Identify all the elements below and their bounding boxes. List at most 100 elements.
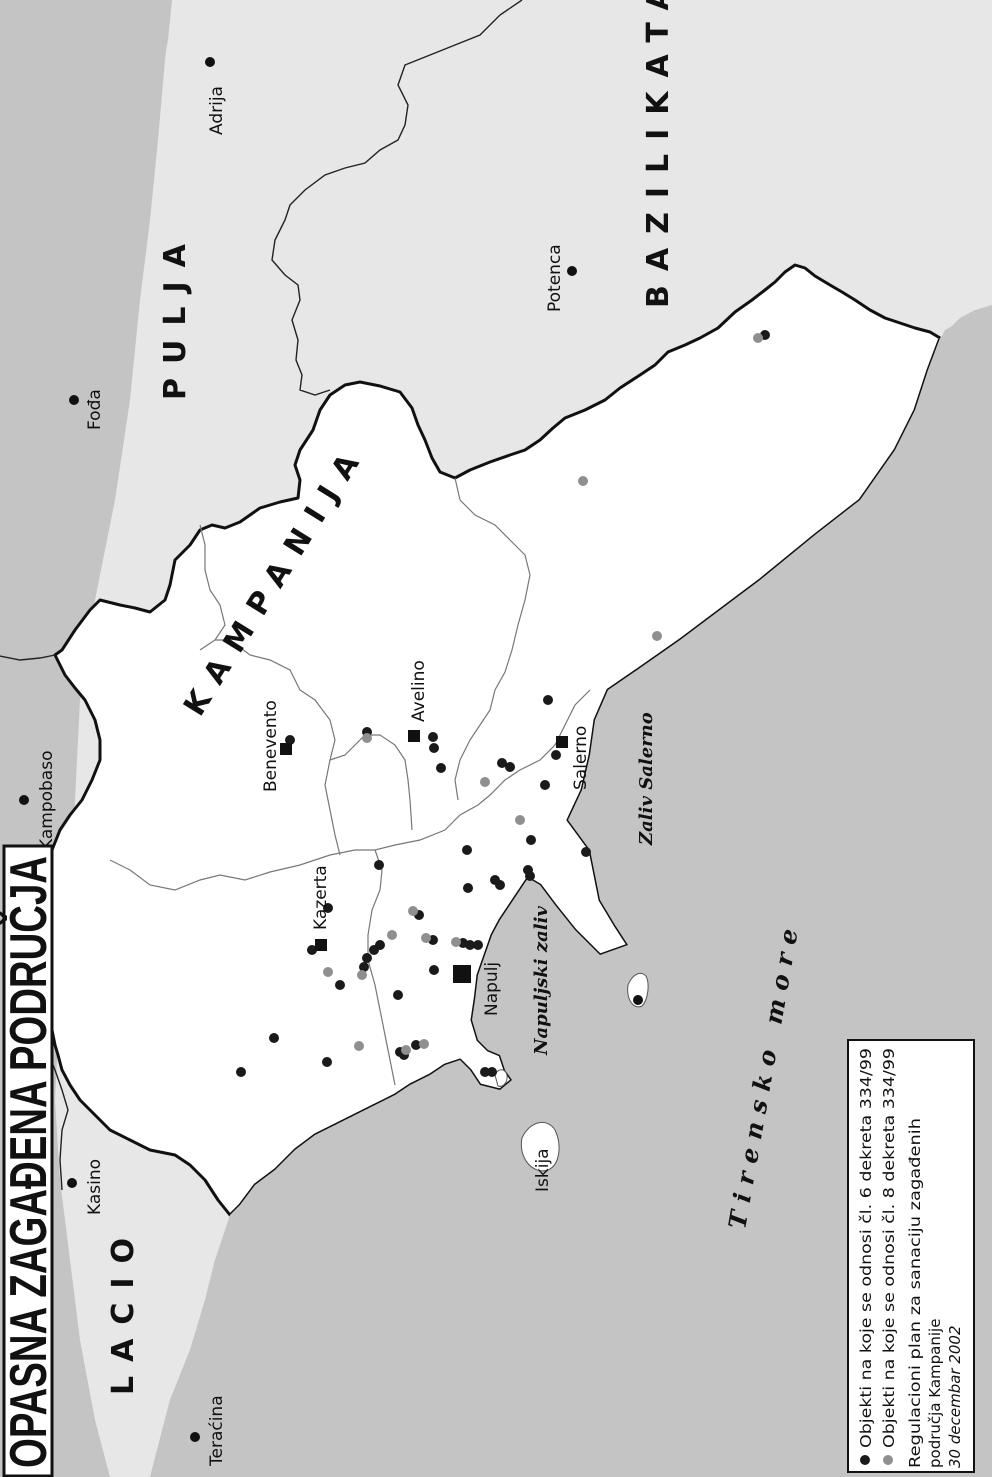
- city-dot-teracina: [190, 1432, 200, 1442]
- region-label-bazilikata: BAZILIKATA: [641, 0, 676, 308]
- markers-art6: [236, 330, 770, 1077]
- city-dot-potenca: [567, 266, 577, 276]
- region-label-lacio: LACIO: [106, 1224, 141, 1395]
- marker-art6: [323, 903, 333, 913]
- marker-art8: [387, 930, 397, 940]
- city-dot-kampobaso: [19, 795, 29, 805]
- city-label-benevento: Benevento: [261, 700, 281, 792]
- legend-source-line2: područja Kampanije: [926, 1319, 944, 1468]
- city-label-kazerta: Kazerta: [311, 865, 331, 930]
- city-dot-kapri: [633, 995, 643, 1005]
- city-label-kasino: Kasino: [85, 1159, 105, 1215]
- marker-art8: [362, 733, 372, 743]
- city-label-potenca: Potenca: [545, 244, 565, 312]
- region-label-pulja: PULJA: [158, 230, 193, 400]
- marker-art6: [362, 953, 372, 963]
- legend-box: [847, 1039, 975, 1473]
- marker-art6: [473, 940, 483, 950]
- marker-art8: [323, 967, 333, 977]
- marker-art6: [322, 1057, 332, 1067]
- marker-art8: [753, 333, 763, 343]
- marker-art6: [369, 945, 379, 955]
- marker-art8: [408, 906, 418, 916]
- island-label-iskija: Iskija: [533, 1148, 553, 1192]
- province-boundaries: [109, 477, 591, 1086]
- city-label-avelino: Avelino: [409, 660, 429, 722]
- capital-napulj-marker: [453, 965, 471, 983]
- city-label-adrija: Adrija: [207, 86, 227, 135]
- legend-marker-art6: [860, 1455, 870, 1465]
- marker-art6: [525, 871, 535, 881]
- city-label-salerno: Salerno: [571, 726, 591, 790]
- boundary-puglia-basilicata: [271, 0, 523, 396]
- province-capitals: [280, 730, 568, 983]
- legend-label-art8: Objekti na koje se odnosi čl. 8 dekreta …: [880, 1048, 898, 1448]
- legend-source-line1: Regulacioni plan za sanaciju zagađenih: [906, 1118, 924, 1468]
- marker-art6: [465, 940, 475, 950]
- city-dot-kasino: [67, 1178, 77, 1188]
- marker-art6: [307, 945, 317, 955]
- legend-marker-art8: [883, 1455, 893, 1465]
- island-ischia: [520, 1122, 560, 1172]
- marker-art6: [551, 750, 561, 760]
- capital-benevento-marker: [280, 743, 292, 755]
- marker-art6: [374, 860, 384, 870]
- marker-art6: [463, 883, 473, 893]
- island-capri: [627, 972, 649, 1008]
- capital-kazerta-marker: [315, 939, 327, 951]
- marker-art6: [540, 780, 550, 790]
- city-label-foda: Fođa: [85, 389, 105, 430]
- marker-art6: [335, 980, 345, 990]
- boundary-lazio-molise: [44, 1044, 69, 1191]
- marker-art8: [515, 815, 525, 825]
- map-title: OPASNA ZAGAĐENA PODRUČJA: [0, 856, 58, 1468]
- other-city-dots: [19, 57, 643, 1442]
- water-label-napuljski-zaliv: Napuljski zaliv: [531, 906, 552, 1056]
- marker-art6: [429, 965, 439, 975]
- marker-art8: [480, 777, 490, 787]
- marker-art6: [487, 1067, 497, 1077]
- markers-art8: [323, 333, 763, 1055]
- marker-art6: [428, 732, 438, 742]
- marker-art8: [421, 933, 431, 943]
- marker-art6: [495, 880, 505, 890]
- title-frame: [2, 844, 54, 1477]
- marker-art6: [411, 1040, 421, 1050]
- capital-avelino-marker: [408, 730, 420, 742]
- marker-art6: [285, 735, 295, 745]
- marker-art6: [526, 835, 536, 845]
- sea-adriatic: [0, 0, 172, 266]
- marker-art6: [497, 758, 507, 768]
- marker-art8: [357, 970, 367, 980]
- marker-art6: [269, 1033, 279, 1043]
- marker-art8: [354, 1041, 364, 1051]
- marker-art8: [578, 476, 588, 486]
- legend-source-line3: 30 decembar 2002: [946, 1325, 964, 1468]
- marker-art6: [429, 743, 439, 753]
- marker-art8: [652, 631, 662, 641]
- marker-art8: [451, 937, 461, 947]
- marker-art8: [419, 1039, 429, 1049]
- marker-art6: [436, 763, 446, 773]
- city-dot-foda: [69, 395, 79, 405]
- marker-art6: [581, 847, 591, 857]
- city-dot-adrija: [205, 57, 215, 67]
- city-label-teracina: Teraćina: [207, 1395, 227, 1467]
- city-label-napulj: Napulj: [482, 962, 502, 1016]
- marker-art6: [236, 1067, 246, 1077]
- marker-art6: [462, 845, 472, 855]
- boundary-molise-lazio: [0, 654, 56, 661]
- sea-tyrrhenian: [150, 305, 992, 1477]
- marker-art6: [505, 762, 515, 772]
- marker-art6: [543, 695, 553, 705]
- marker-art6: [359, 962, 369, 972]
- marker-art6: [480, 1067, 490, 1077]
- island-procida: [494, 1069, 508, 1087]
- capital-salerno-marker: [556, 736, 568, 748]
- water-label-zaliv-salerno: Zaliv Salerno: [636, 712, 657, 846]
- city-label-kampobaso: Kampobaso: [37, 751, 57, 851]
- marker-art8: [401, 1045, 411, 1055]
- marker-art6: [393, 990, 403, 1000]
